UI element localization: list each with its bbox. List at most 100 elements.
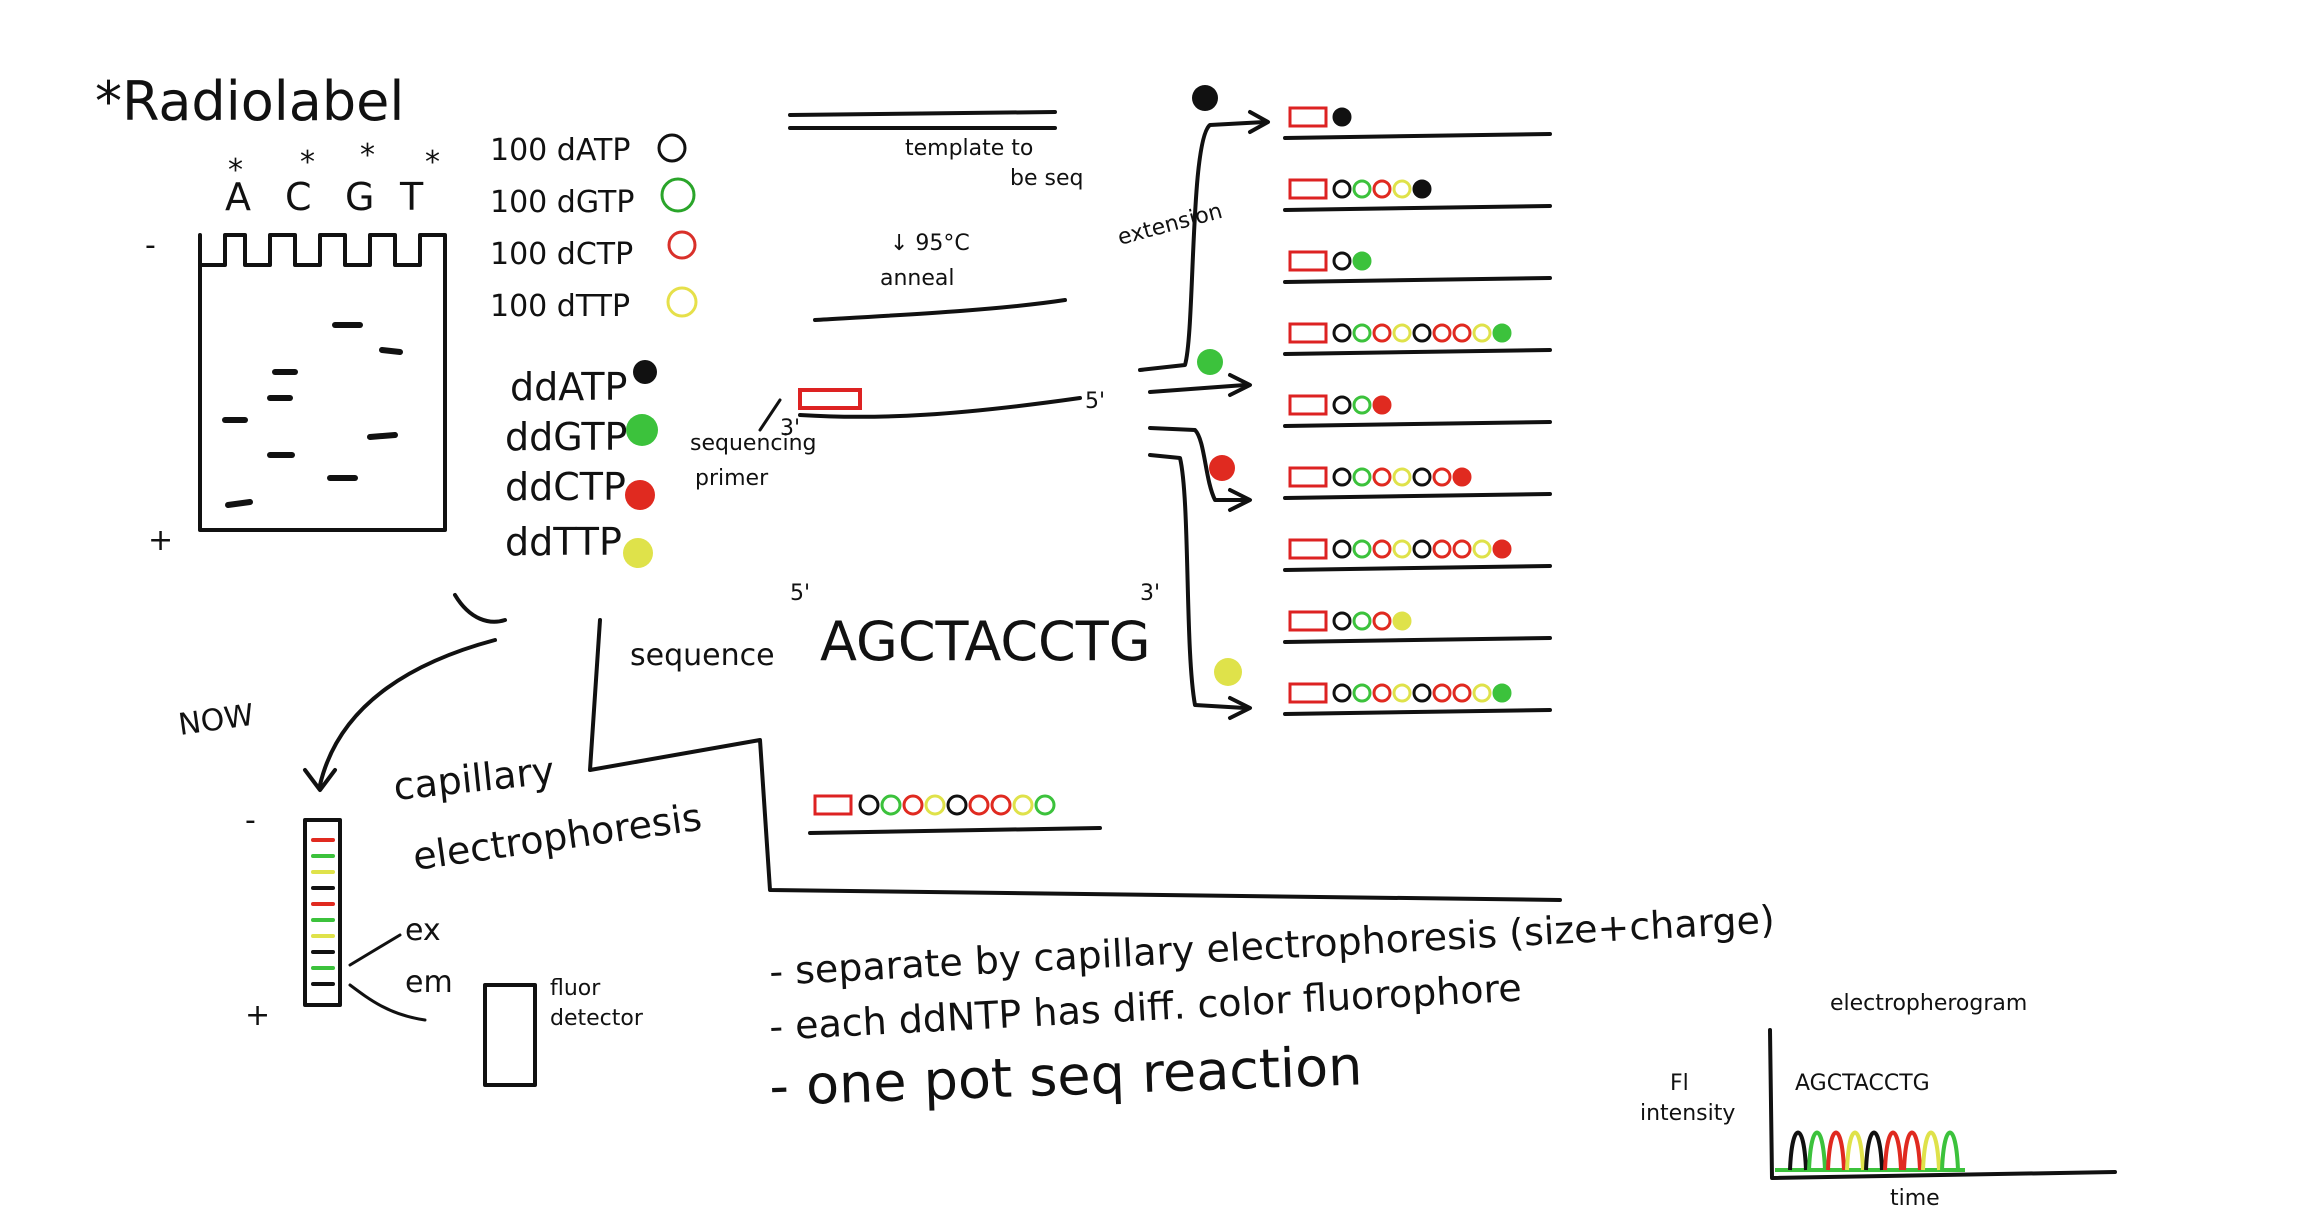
fragment-nucleotide (1412, 683, 1432, 703)
note-line: - one pot seq reaction (768, 1034, 1363, 1118)
fragment-nucleotide (946, 794, 968, 816)
fragment-nucleotide (1372, 683, 1392, 703)
primer-box (1288, 394, 1328, 416)
fragment-nucleotide (1034, 794, 1056, 816)
fragment-row (1283, 538, 1552, 572)
fragment-nucleotide (1352, 323, 1372, 343)
ddntp-label: ddGTP (505, 415, 627, 459)
electropherogram-sequence: AGCTACCTG (1795, 1071, 1930, 1096)
ce-minus: - (245, 803, 256, 838)
gel-lane-g: G (345, 175, 374, 219)
fragment-nucleotide (1352, 395, 1372, 415)
fluor-detector (483, 983, 537, 1087)
arrowhead (1228, 373, 1252, 397)
gel-plus: + (148, 523, 173, 558)
primer-end-3: 3' (780, 416, 800, 441)
extension-dot-g (1197, 349, 1223, 375)
ddntp-label: ddTTP (505, 520, 622, 564)
electropherogram-title: electropherogram (1830, 991, 2027, 1016)
ddntp-label: ddCTP (505, 465, 626, 509)
electropherogram-peak (1826, 1130, 1846, 1171)
fragment-nucleotide (1352, 611, 1372, 631)
ddntp-dot (625, 480, 655, 510)
gel-band (225, 499, 253, 508)
fragment-nucleotide (924, 794, 946, 816)
fragment-nucleotide (1452, 323, 1472, 343)
dntp-label: 100 dCTP (490, 237, 633, 272)
fragment-strand (1283, 348, 1552, 356)
fragment-nucleotide (1372, 179, 1392, 199)
fragment-nucleotide (1412, 467, 1432, 487)
fragment-strand (1283, 204, 1552, 212)
primer-box (1288, 178, 1328, 200)
fragment-nucleotide (1432, 323, 1452, 343)
gel-lane-mark-a: * (228, 153, 243, 188)
extension-dot-a (1192, 85, 1218, 111)
fragment-nucleotide (1452, 539, 1472, 559)
template-section: template to be seq ↓ 95°C anneal 3' 5' s… (690, 110, 1105, 491)
sequence-5-prime: 5' (790, 581, 810, 606)
em-label: em (405, 965, 453, 1000)
fragment-nucleotide (1432, 539, 1452, 559)
bottom-fragment-row (808, 794, 1102, 835)
dntp-circle (657, 133, 687, 163)
fragment-nucleotide (1372, 467, 1392, 487)
extension-dot-c (1209, 455, 1235, 481)
primer-box (798, 388, 862, 410)
now-label: NOW (176, 698, 256, 743)
fragment-terminator (1372, 395, 1392, 415)
arrowhead (1228, 696, 1252, 720)
connector-line (588, 618, 1562, 902)
primer-box (1288, 538, 1328, 560)
fragment-nucleotide (990, 794, 1012, 816)
notes: - separate by capillary electrophoresis … (768, 897, 1776, 1118)
fragment-terminator (1392, 611, 1412, 631)
extension-label: extension (1115, 199, 1225, 251)
fragment-nucleotide (1452, 683, 1472, 703)
fragment-nucleotide (1352, 539, 1372, 559)
fragment-terminator (1452, 467, 1472, 487)
fragment-terminator (1332, 107, 1352, 127)
gel-minus: - (145, 228, 156, 263)
gel-lane-a: A (225, 175, 251, 219)
detector-label: fluor (550, 976, 601, 1001)
sequence-section: sequence 5' AGCTACCTG 3' (630, 581, 1160, 673)
primer-box (1288, 106, 1328, 128)
arrowhead (1248, 110, 1270, 134)
primer-box (1288, 322, 1328, 344)
fragment-nucleotide (1332, 251, 1352, 271)
primer-box (1288, 466, 1328, 488)
gel-band (379, 347, 403, 355)
electropherogram-xlabel: time (1890, 1186, 1940, 1211)
extension-arrow (1148, 383, 1247, 394)
fragment-strand (1283, 420, 1552, 428)
fragment-nucleotide (1332, 539, 1352, 559)
electropherogram-ylabel: Fl (1670, 1071, 1689, 1096)
gel-lane-c: C (285, 175, 312, 219)
ce-label: capillary (391, 748, 556, 809)
fragment-strand (1283, 708, 1552, 716)
fragment-strand (1283, 636, 1552, 644)
sequence-label: sequence (630, 638, 775, 673)
gel-diagram: A C G T * * * * - + (145, 138, 447, 558)
fragment-nucleotide (1392, 323, 1412, 343)
electropherogram-ylabel: intensity (1640, 1101, 1735, 1126)
now-arrow (318, 638, 497, 787)
fragment-nucleotide (858, 794, 880, 816)
extension-arrow (1148, 453, 1247, 710)
template-label: template to (905, 136, 1033, 161)
sequence-value: AGCTACCTG (820, 610, 1151, 673)
electropherogram-axes (1768, 1028, 2117, 1180)
fragment-nucleotide (880, 794, 902, 816)
fragment-nucleotide (1392, 539, 1412, 559)
electropherogram-peak (1921, 1130, 1941, 1171)
electropherogram-peak (1883, 1130, 1903, 1171)
fragment-nucleotide (1352, 683, 1372, 703)
capillary-tube (303, 818, 342, 1007)
fragment-nucleotide (1472, 683, 1492, 703)
denatured-strand (813, 298, 1067, 322)
fragment-nucleotide (1332, 467, 1352, 487)
fragment-row (1283, 610, 1552, 644)
fragment-nucleotide (1372, 611, 1392, 631)
